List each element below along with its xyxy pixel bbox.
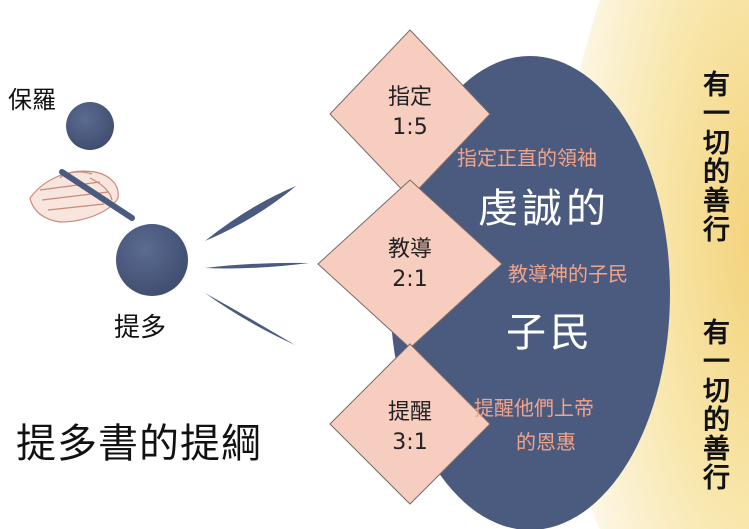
diamond-3-name: 提醒	[387, 400, 432, 425]
diamond-1-text: 指定 1:5	[370, 83, 450, 143]
pen	[59, 169, 135, 221]
paul-label: 保羅	[8, 86, 56, 114]
oval-point-3-line2: 的恩惠	[516, 430, 576, 454]
diamond-3-shape	[329, 343, 491, 505]
oval-point-1: 指定正直的領袖	[457, 146, 597, 170]
diamond-3-text: 提醒 3:1	[370, 398, 450, 458]
titus-label: 提多	[114, 313, 167, 343]
side-text-bottom: 有一切的善行	[698, 318, 729, 492]
diamond-2-ref: 2:1	[392, 267, 428, 292]
page-title: 提多書的提綱	[16, 421, 262, 467]
hand-pen-icon	[29, 170, 119, 223]
ray-bottom	[205, 293, 295, 345]
side-text-top: 有一切的善行	[698, 70, 729, 244]
ray-middle	[205, 262, 309, 269]
oval-big-2: 子民	[506, 310, 594, 356]
diamond-2-name: 教導	[387, 237, 432, 262]
diamond-3-ref: 3:1	[392, 430, 428, 455]
oval-point-2: 教導神的子民	[508, 262, 628, 286]
oval-point-3-line1: 提醒他們上帝	[474, 396, 594, 420]
oval-big-1: 虔誠的	[478, 186, 610, 232]
diamond-1-ref: 1:5	[392, 115, 428, 140]
ray-top	[205, 186, 296, 241]
diamond-2-text: 教導 2:1	[370, 235, 450, 295]
paul-circle	[66, 102, 114, 150]
titus-circle	[116, 224, 188, 296]
diamond-1-name: 指定	[387, 85, 432, 110]
